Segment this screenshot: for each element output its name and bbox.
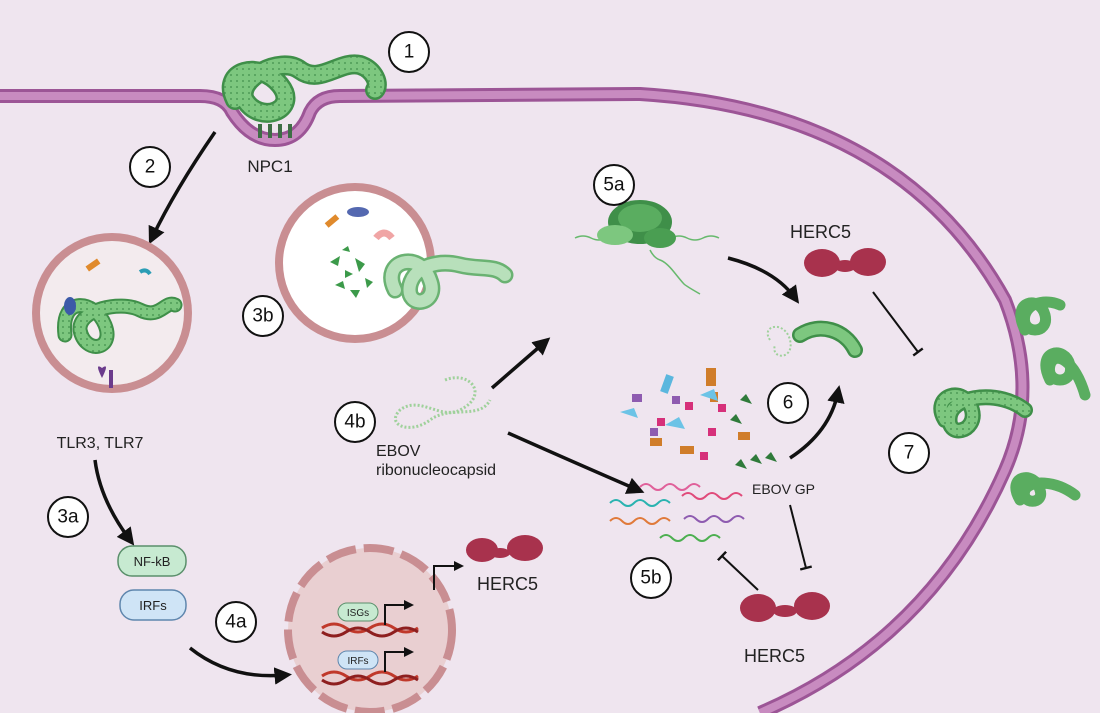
endosome-3b — [275, 183, 514, 343]
inhibition-herc5-gp — [789, 504, 813, 571]
isgs-gene-label: ISGs — [347, 608, 369, 619]
herc5-bottom-label: HERC5 — [744, 646, 805, 666]
step-marker-5a: 5a — [593, 164, 635, 206]
irfs-gene-label: IRFs — [347, 656, 368, 667]
svg-text:3b: 3b — [252, 306, 273, 327]
tlr-label: TLR3, TLR7 — [57, 435, 144, 452]
arrow-4a — [188, 646, 292, 685]
step-marker-1: 1 — [388, 31, 430, 73]
svg-text:IRFs: IRFs — [139, 598, 167, 613]
released-virions — [1010, 296, 1091, 507]
step-marker-6: 6 — [767, 382, 809, 424]
herc5-protein-bottom — [740, 592, 830, 622]
arrow-4b-up — [490, 337, 551, 390]
herc5-top-label: HERC5 — [790, 222, 851, 242]
irfs-box: IRFs — [119, 589, 187, 621]
svg-text:1: 1 — [404, 42, 415, 63]
arrow-4b-down — [507, 431, 645, 494]
svg-text:7: 7 — [904, 443, 915, 464]
arrow-2 — [148, 131, 217, 245]
herc5-nucleus-label: HERC5 — [477, 574, 538, 594]
ebov-ribonucleocapsid — [393, 376, 492, 429]
nucleus: ISGs IRFs — [284, 544, 456, 713]
step-marker-3a: 3a — [47, 496, 89, 538]
svg-text:4a: 4a — [225, 612, 247, 633]
npc1-label: NPC1 — [247, 157, 292, 176]
arrow-6 — [789, 385, 845, 460]
inhibition-herc5-mrna — [717, 550, 759, 591]
svg-text:4b: 4b — [344, 412, 365, 433]
viral-mrnas — [609, 483, 745, 542]
endosome-left — [32, 233, 192, 393]
arrow-5a — [727, 256, 800, 304]
ebov-gp-label: EBOV GP — [752, 481, 815, 497]
viral-protein-pool — [620, 368, 777, 469]
inhibition-herc5-top — [872, 291, 924, 357]
nfkb-box: NF-kB — [117, 545, 187, 577]
step-marker-3b: 3b — [242, 295, 284, 337]
ebov-label-line1: EBOV — [376, 443, 421, 460]
arrow-herc5-expression — [433, 561, 464, 590]
svg-text:6: 6 — [783, 393, 794, 414]
step-marker-2: 2 — [129, 146, 171, 188]
step-marker-4b: 4b — [334, 401, 376, 443]
step-marker-4a: 4a — [215, 601, 257, 643]
step-marker-7: 7 — [888, 432, 930, 474]
virion-entry — [221, 54, 387, 123]
herc5-protein-nucleus — [466, 535, 543, 562]
ebov-label-line2: ribonucleocapsid — [376, 462, 496, 479]
new-nucleocapsid — [766, 320, 863, 358]
svg-text:5a: 5a — [603, 175, 625, 196]
step-marker-5b: 5b — [630, 557, 672, 599]
budding-virion — [933, 387, 1033, 439]
herc5-protein-top — [804, 248, 886, 277]
svg-text:5b: 5b — [640, 568, 661, 589]
ribosome-5a — [574, 200, 720, 295]
svg-text:NF-kB: NF-kB — [134, 554, 171, 569]
npc1-receptors — [258, 124, 292, 138]
arrow-3a — [93, 459, 135, 546]
svg-text:3a: 3a — [57, 507, 79, 528]
svg-text:2: 2 — [145, 157, 156, 178]
